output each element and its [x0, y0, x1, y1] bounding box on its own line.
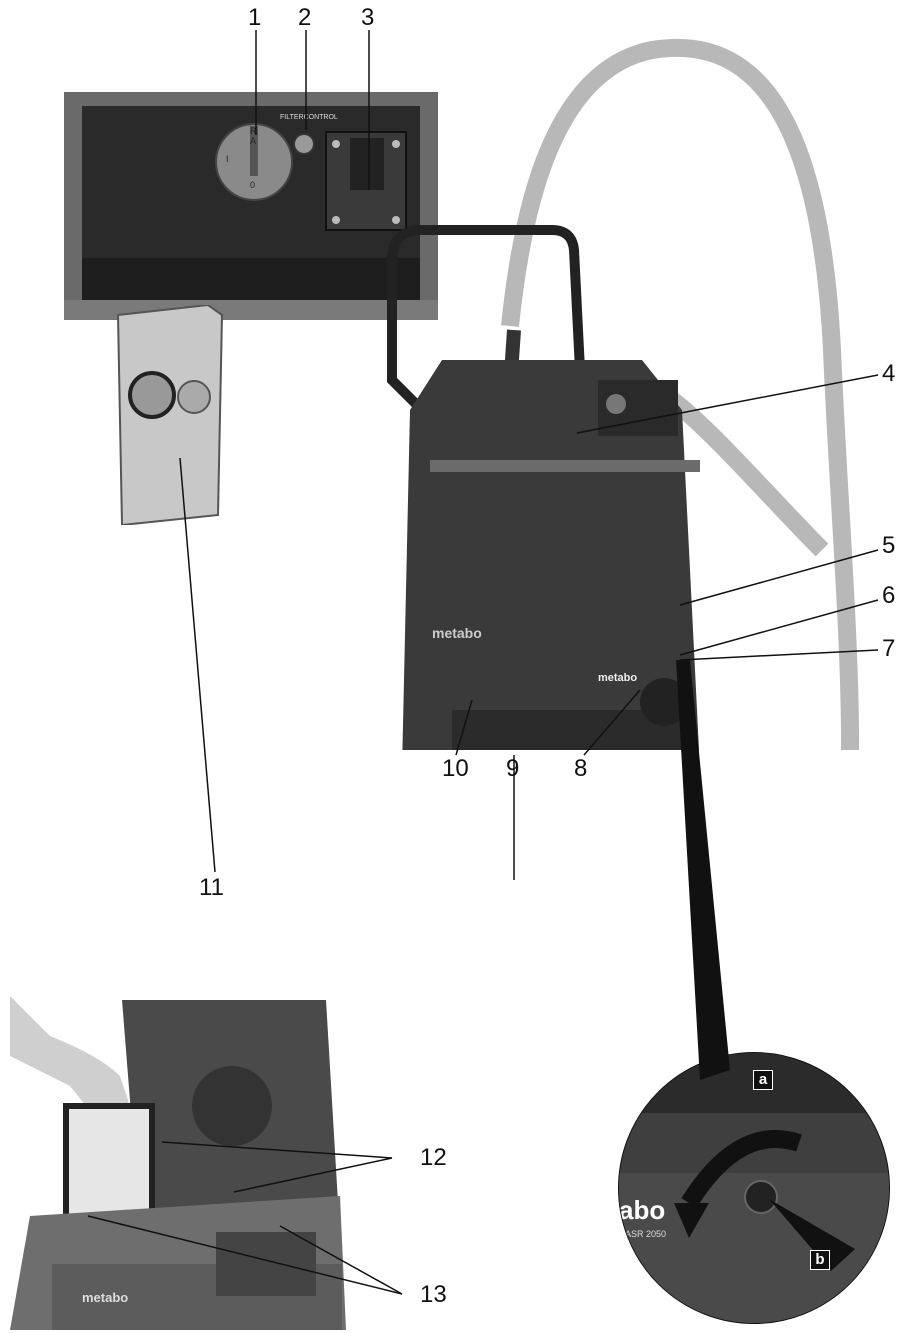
callout-2: 2: [298, 4, 312, 31]
vacuum-body: [402, 360, 699, 750]
callout-12: 12: [420, 1144, 447, 1171]
callout-3: 3: [361, 4, 375, 31]
callout-4: 4: [882, 360, 896, 387]
callout-7: 7: [882, 635, 896, 662]
front-logo: metabo: [598, 672, 638, 684]
dial-mark-a: A: [250, 136, 257, 146]
housing-logo: metabo: [82, 1290, 129, 1305]
rotate-arrow: [681, 1130, 802, 1208]
dial-mark-r: R: [250, 126, 257, 136]
callout-11: 11: [199, 874, 224, 901]
callout-13: 13: [420, 1281, 447, 1308]
hand: [10, 996, 130, 1116]
suction-inlet: [640, 678, 688, 726]
filter-control-button: [293, 133, 315, 155]
dial-mark-0: 0: [250, 180, 256, 190]
callout-8: 8: [574, 755, 588, 782]
callout-1: 1: [248, 4, 262, 31]
control-panel-drawing: [64, 92, 438, 320]
callout-6: 6: [882, 582, 896, 609]
dial-mark-i: I: [226, 154, 229, 164]
detail-circle: abo ASR 2050: [618, 1052, 890, 1324]
filter-control-label: FILTERCONTROL: [280, 114, 338, 121]
detail-label-b: b: [810, 1250, 830, 1270]
detail-logo: abo: [619, 1195, 666, 1225]
push-handle: [387, 225, 589, 451]
filter-insertion-photo: [10, 996, 346, 1330]
filter-bag-drawing: [116, 305, 224, 525]
callout-9: 9: [506, 755, 520, 782]
vacuum-cleaner-drawing: [387, 38, 860, 750]
push-arrow: [769, 1199, 855, 1271]
body-logo: metabo: [432, 625, 482, 641]
lock-knob: [744, 1180, 778, 1214]
callout-10: 10: [442, 755, 469, 782]
hose: [501, 38, 860, 750]
detail-drawing: [619, 1053, 889, 1323]
control-panel-photo: FILTERCONTROL R A I 0: [64, 92, 438, 320]
detail-label-a: a: [753, 1070, 773, 1090]
detail-model: ASR 2050: [625, 1229, 667, 1239]
callout-5: 5: [882, 532, 896, 559]
filter-bag: [116, 305, 224, 525]
